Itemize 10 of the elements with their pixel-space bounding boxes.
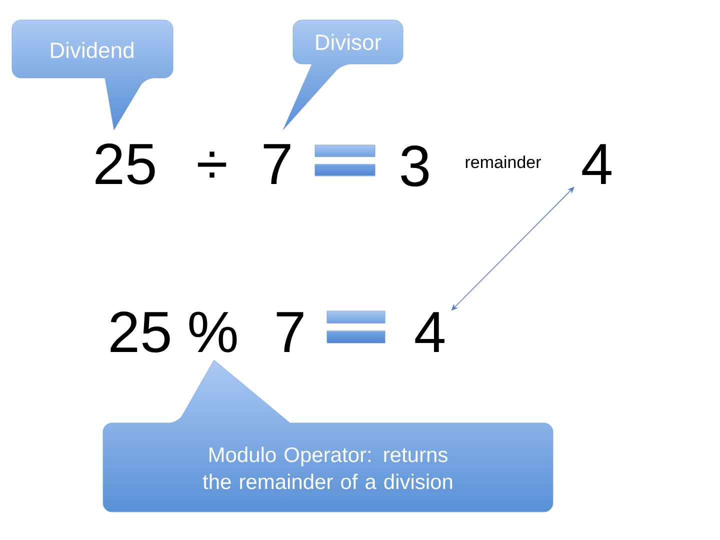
remainder-word: remainder [466,156,541,168]
number: 4 [582,144,612,184]
number: 4 [415,312,444,352]
callout-bubble: Dividend [12,20,174,130]
callout-bubble: Modulo Operator: returns the remainder of a division [102,360,554,512]
math-symbol: 25 [96,144,155,185]
math-symbol: ÷ [198,152,226,178]
math-symbol: 7 [264,144,290,184]
callout-bubble: Divisor [282,20,404,130]
math-symbol: 3 [401,146,429,187]
